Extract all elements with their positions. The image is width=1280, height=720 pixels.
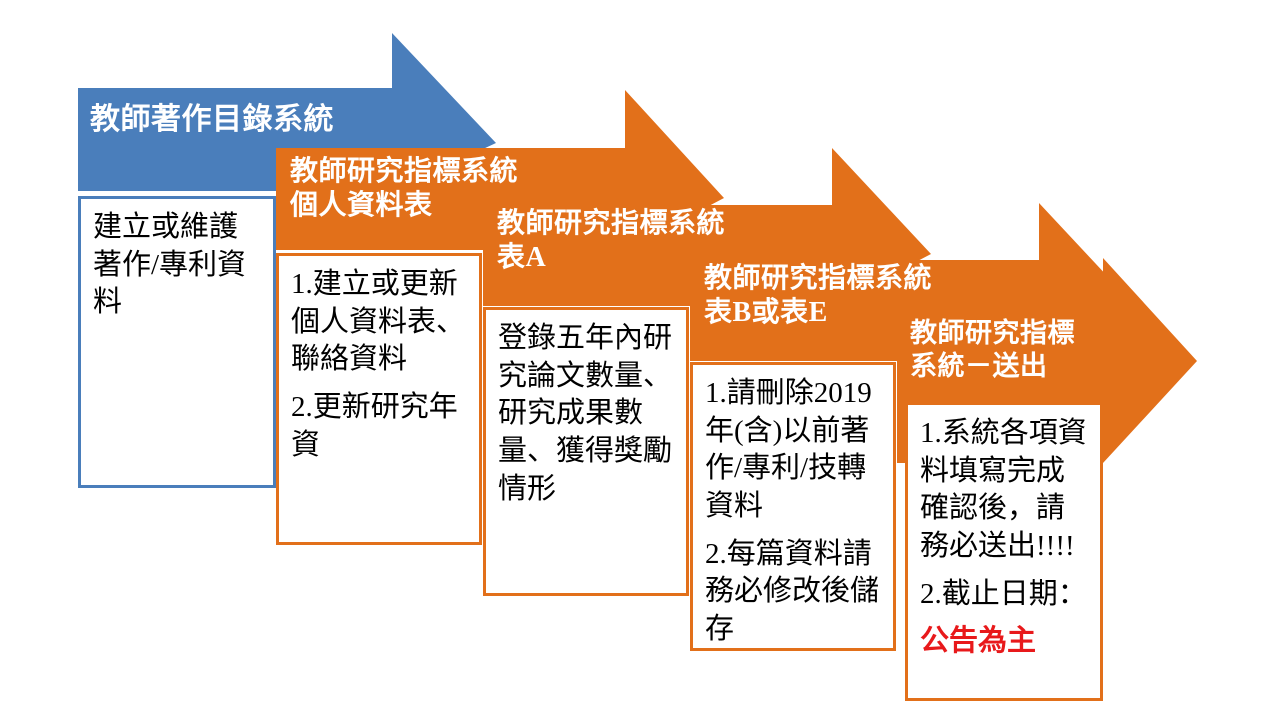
process-card-2-para-2: 2.更新研究年資: [291, 391, 458, 461]
process-card-2-body: 1.建立或更新個人資料表、聯絡資料 2.更新研究年資: [279, 256, 479, 470]
process-card-4-para-2: 2.每篇資料請務必修改後儲存: [705, 537, 880, 646]
process-card-3-para-1: 登錄五年內研究論文數量、研究成果數量、獲得獎勵情形: [498, 322, 673, 505]
process-card-5-alert: 公告為主: [920, 625, 1037, 658]
process-card-5: 1.系統各項資料填寫完成確認後，請務必送出!!!! 2.截止日期： 公告為主: [905, 402, 1103, 701]
process-card-3: 登錄五年內研究論文數量、研究成果數量、獲得獎勵情形: [483, 307, 689, 596]
process-card-1-body: 建立或維護著作/專利資料: [81, 199, 273, 328]
process-card-5-body: 1.系統各項資料填寫完成確認後，請務必送出!!!! 2.截止日期： 公告為主: [908, 405, 1100, 667]
process-card-3-body: 登錄五年內研究論文數量、研究成果數量、獲得獎勵情形: [486, 310, 686, 514]
process-card-5-para-2: 2.截止日期：: [920, 577, 1087, 610]
process-card-1-para-1: 建立或維護著作/專利資料: [93, 211, 247, 319]
process-card-4-para-1: 1.請刪除2019年(含)以前著作/專利/技轉資料: [705, 377, 872, 523]
process-card-2-para-1: 1.建立或更新個人資料表、聯絡資料: [291, 268, 466, 376]
process-card-2: 1.建立或更新個人資料表、聯絡資料 2.更新研究年資: [276, 253, 482, 545]
process-card-4-body: 1.請刪除2019年(含)以前著作/專利/技轉資料 2.每篇資料請務必修改後儲存: [693, 365, 893, 648]
process-card-4: 1.請刪除2019年(含)以前著作/專利/技轉資料 2.每篇資料請務必修改後儲存: [690, 362, 896, 651]
process-card-1: 建立或維護著作/專利資料: [78, 196, 276, 488]
process-card-5-para-1: 1.系統各項資料填寫完成確認後，請務必送出!!!!: [920, 417, 1087, 563]
